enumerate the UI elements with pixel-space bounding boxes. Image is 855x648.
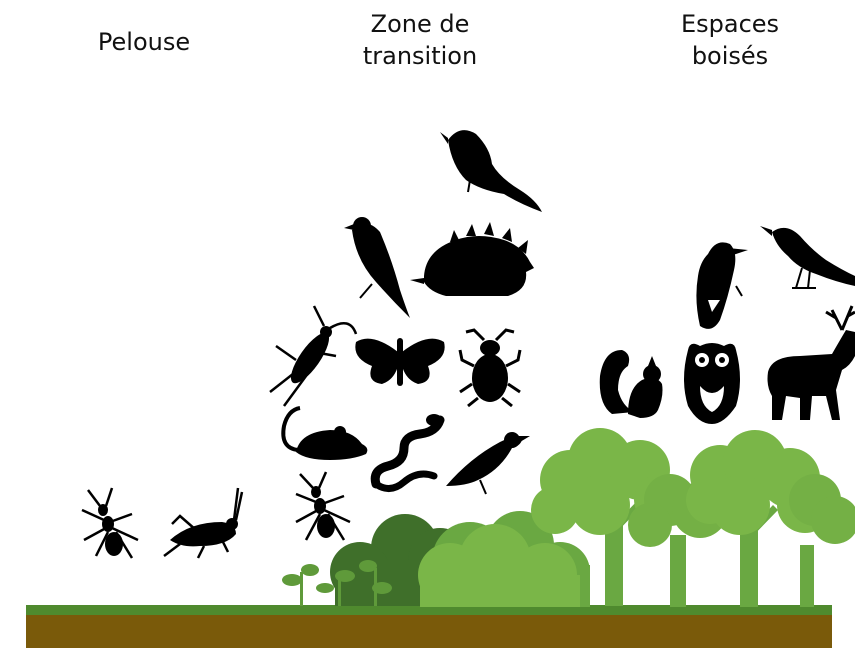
rat-icon — [281, 406, 368, 460]
hedgehog-icon — [410, 222, 534, 296]
swallow-icon — [344, 217, 410, 318]
grasshopper-icon — [163, 487, 244, 559]
seedlings — [282, 560, 392, 606]
deer-icon — [767, 305, 855, 420]
butterfly-icon — [355, 338, 445, 386]
bushes-light — [418, 524, 580, 607]
ant-icon-transition — [295, 471, 351, 541]
zone-title-boises: Espaces boisés — [680, 10, 780, 70]
wagtail-icon — [440, 130, 542, 212]
owl-icon — [684, 343, 740, 424]
beetle-icon — [458, 328, 522, 408]
cricket-icon — [269, 305, 358, 407]
ground — [26, 614, 832, 648]
zone-title-transition: Zone de transition — [362, 10, 478, 70]
magpie-icon — [760, 226, 855, 289]
woodpecker-icon — [696, 242, 748, 329]
snake-icon — [370, 414, 445, 492]
bird-icon — [446, 432, 530, 495]
tree-2 — [628, 474, 728, 607]
squirrel-icon — [599, 350, 663, 418]
ant-icon — [81, 487, 139, 559]
tree-4 — [789, 474, 855, 607]
zone-title-pelouse: Pelouse — [97, 28, 191, 56]
grass-strip — [26, 605, 832, 615]
